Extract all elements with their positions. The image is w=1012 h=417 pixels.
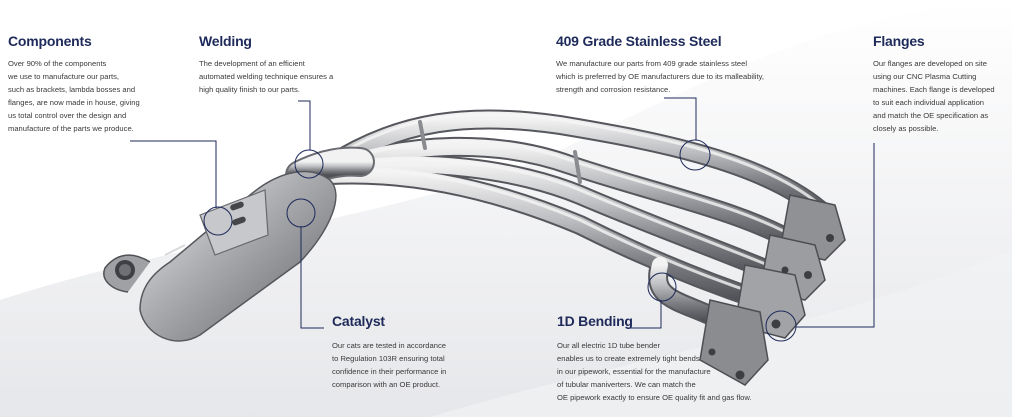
text-line: automated welding technique ensures a xyxy=(199,72,334,81)
text-line: Over 90% of the components xyxy=(8,59,107,68)
text-line: Our cats are tested in accordance xyxy=(332,341,446,350)
text-line: using our CNC Plasma Cutting xyxy=(873,72,977,81)
flanges-text: Our flanges are developed on site using … xyxy=(873,57,995,135)
text-line: The development of an efficient xyxy=(199,59,305,68)
stainless-steel-text: We manufacture our parts from 409 grade … xyxy=(556,57,764,96)
welding-text: The development of an efficient automate… xyxy=(199,57,333,96)
text-line: to suit each individual application xyxy=(873,98,985,107)
text-line: us total control over the design and xyxy=(8,111,127,120)
text-line: machines. Each flange is developed xyxy=(873,85,995,94)
stainless-steel-title: 409 Grade Stainless Steel xyxy=(556,33,722,49)
components-title: Components xyxy=(8,33,92,49)
text-line: manufacture of the parts we produce. xyxy=(8,124,134,133)
text-line: flanges, are now made in house, giving xyxy=(8,98,140,107)
text-line: We manufacture our parts from 409 grade … xyxy=(556,59,748,68)
text-line: we use to manufacture our parts, xyxy=(8,72,120,81)
text-line: closely as possible. xyxy=(873,124,939,133)
flange-plates xyxy=(699,194,846,386)
catalyst-title: Catalyst xyxy=(332,313,385,329)
text-line: to Regulation 103R ensuring total xyxy=(332,354,445,363)
text-line: and match the OE specification as xyxy=(873,111,989,120)
text-line: of tubular maniverters. We can match the xyxy=(557,380,696,389)
text-line: confidence in their performance in xyxy=(332,367,447,376)
callout-lines xyxy=(130,97,875,342)
text-line: enables us to create extremely tight ben… xyxy=(557,354,700,363)
flanges-title: Flanges xyxy=(873,33,925,49)
catalyst-text: Our cats are tested in accordance to Reg… xyxy=(332,339,446,391)
bending-title: 1D Bending xyxy=(557,313,633,329)
welding-title: Welding xyxy=(199,33,252,49)
text-line: in our pipework, essential for the manuf… xyxy=(557,367,711,376)
text-line: such as brackets, lambda bosses and xyxy=(8,85,136,94)
text-line: high quality finish to our parts. xyxy=(199,85,300,94)
text-line: strength and corrosion resistance. xyxy=(556,85,671,94)
text-line: Our all electric 1D tube bender xyxy=(557,341,660,350)
text-line: OE pipework exactly to ensure OE quality… xyxy=(557,393,752,402)
bending-text: Our all electric 1D tube bender enables … xyxy=(557,339,752,404)
text-line: which is preferred by OE manufacturers d… xyxy=(556,72,764,81)
text-line: Our flanges are developed on site xyxy=(873,59,987,68)
components-text: Over 90% of the components we use to man… xyxy=(8,57,140,135)
text-line: comparison with an OE product. xyxy=(332,380,441,389)
